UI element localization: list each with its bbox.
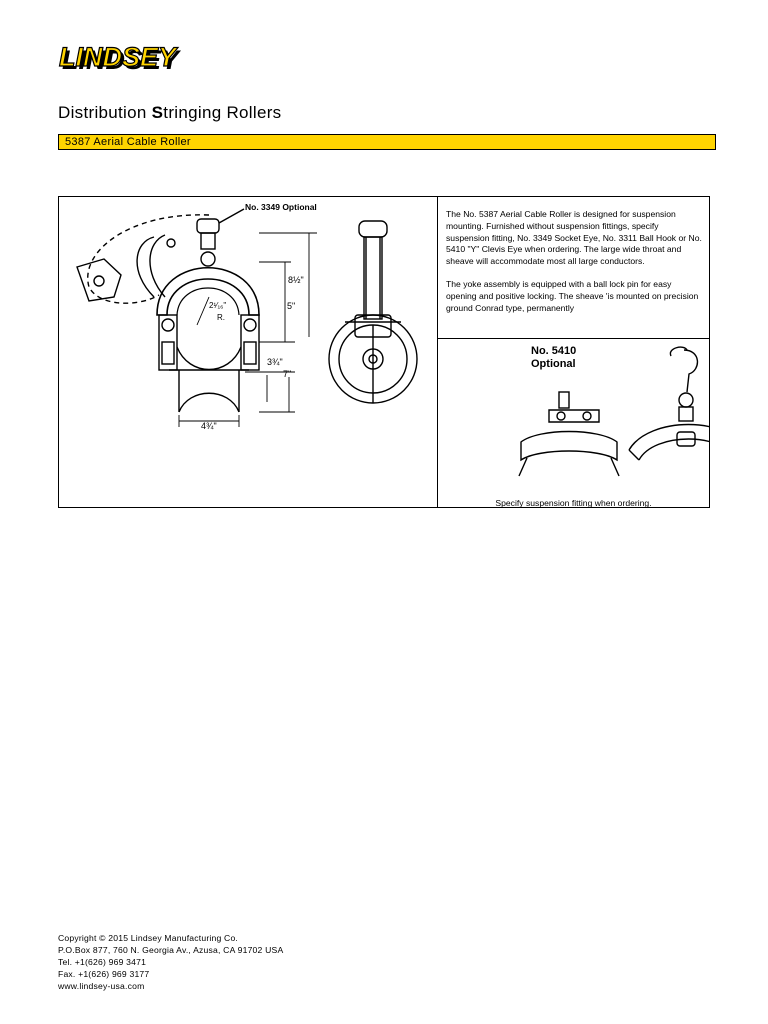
description-paragraph-2: The yoke assembly is equipped with a bal…	[446, 278, 699, 313]
title-part-2: tringing Rollers	[163, 103, 282, 122]
logo-text: LINDSEY	[59, 42, 179, 72]
swing-path-line	[87, 214, 210, 304]
dim-7-label: 7"	[283, 369, 291, 379]
ordering-note: Specify suspension fitting when ordering…	[495, 498, 652, 508]
socket-eye-drawing	[196, 218, 220, 267]
product-name-bar: 5387 Aerial Cable Roller	[58, 134, 716, 150]
dim-334-label: 3¾"	[267, 357, 283, 367]
optional-fitting-drawing: No. 5410 Optional	[518, 345, 709, 477]
dim-height-label: 8½"	[288, 275, 304, 285]
label-leader-line	[218, 208, 245, 224]
dim-r-label: R.	[217, 313, 225, 322]
copyright-line: Copyright © 2015 Lindsey Manufacturing C…	[58, 933, 239, 943]
column-divider	[437, 197, 438, 507]
title-cap-letter: S	[151, 103, 164, 122]
dimension-lines	[178, 232, 317, 427]
product-info-frame: 8½" 5" 2¹⁄₁₆" R. 3¾" 7" 4¾" No. 3349 Opt…	[58, 196, 710, 508]
row-divider	[438, 338, 709, 339]
roller-side-view	[328, 220, 418, 404]
website-link[interactable]: www.lindsey-usa.com	[58, 981, 145, 991]
address-line: P.O.Box 877, 760 N. Georgia Av., Azusa, …	[58, 945, 284, 955]
dim-5-label: 5"	[287, 301, 295, 311]
clevis-eye-drawing	[518, 391, 620, 477]
product-name: 5387 Aerial Cable Roller	[65, 136, 191, 148]
page-title: Distribution Stringing Rollers	[58, 103, 281, 123]
title-part-1: Distribution	[58, 103, 152, 122]
ball-hook-drawing	[628, 346, 709, 461]
optional-fitting-label: No. 3349 Optional	[245, 202, 317, 212]
optional-5410-label-2: Optional	[531, 358, 576, 370]
optional-5410-label-1: No. 5410	[531, 345, 576, 357]
page-footer: Copyright © 2015 Lindsey Manufacturing C…	[58, 932, 283, 992]
fax-line: Fax. +1(626) 969 3177	[58, 969, 150, 979]
dim-radius-label: 2¹⁄₁₆"	[209, 301, 226, 310]
dim-width-label: 4¾"	[201, 421, 217, 431]
telephone-line: Tel. +1(626) 969 3471	[58, 957, 147, 967]
yoke-front-view	[156, 266, 260, 413]
lindsey-logo: LINDSEY LINDSEY	[58, 41, 182, 75]
logo-shadow-text: LINDSEY	[62, 45, 182, 75]
roller-technical-drawing: 8½" 5" 2¹⁄₁₆" R. 3¾" 7" 4¾" No. 3349 Opt…	[76, 202, 418, 431]
product-description: The No. 5387 Aerial Cable Roller is desi…	[446, 209, 704, 325]
description-paragraph-1: The No. 5387 Aerial Cable Roller is desi…	[446, 209, 702, 267]
open-hook-drawing	[76, 234, 176, 302]
